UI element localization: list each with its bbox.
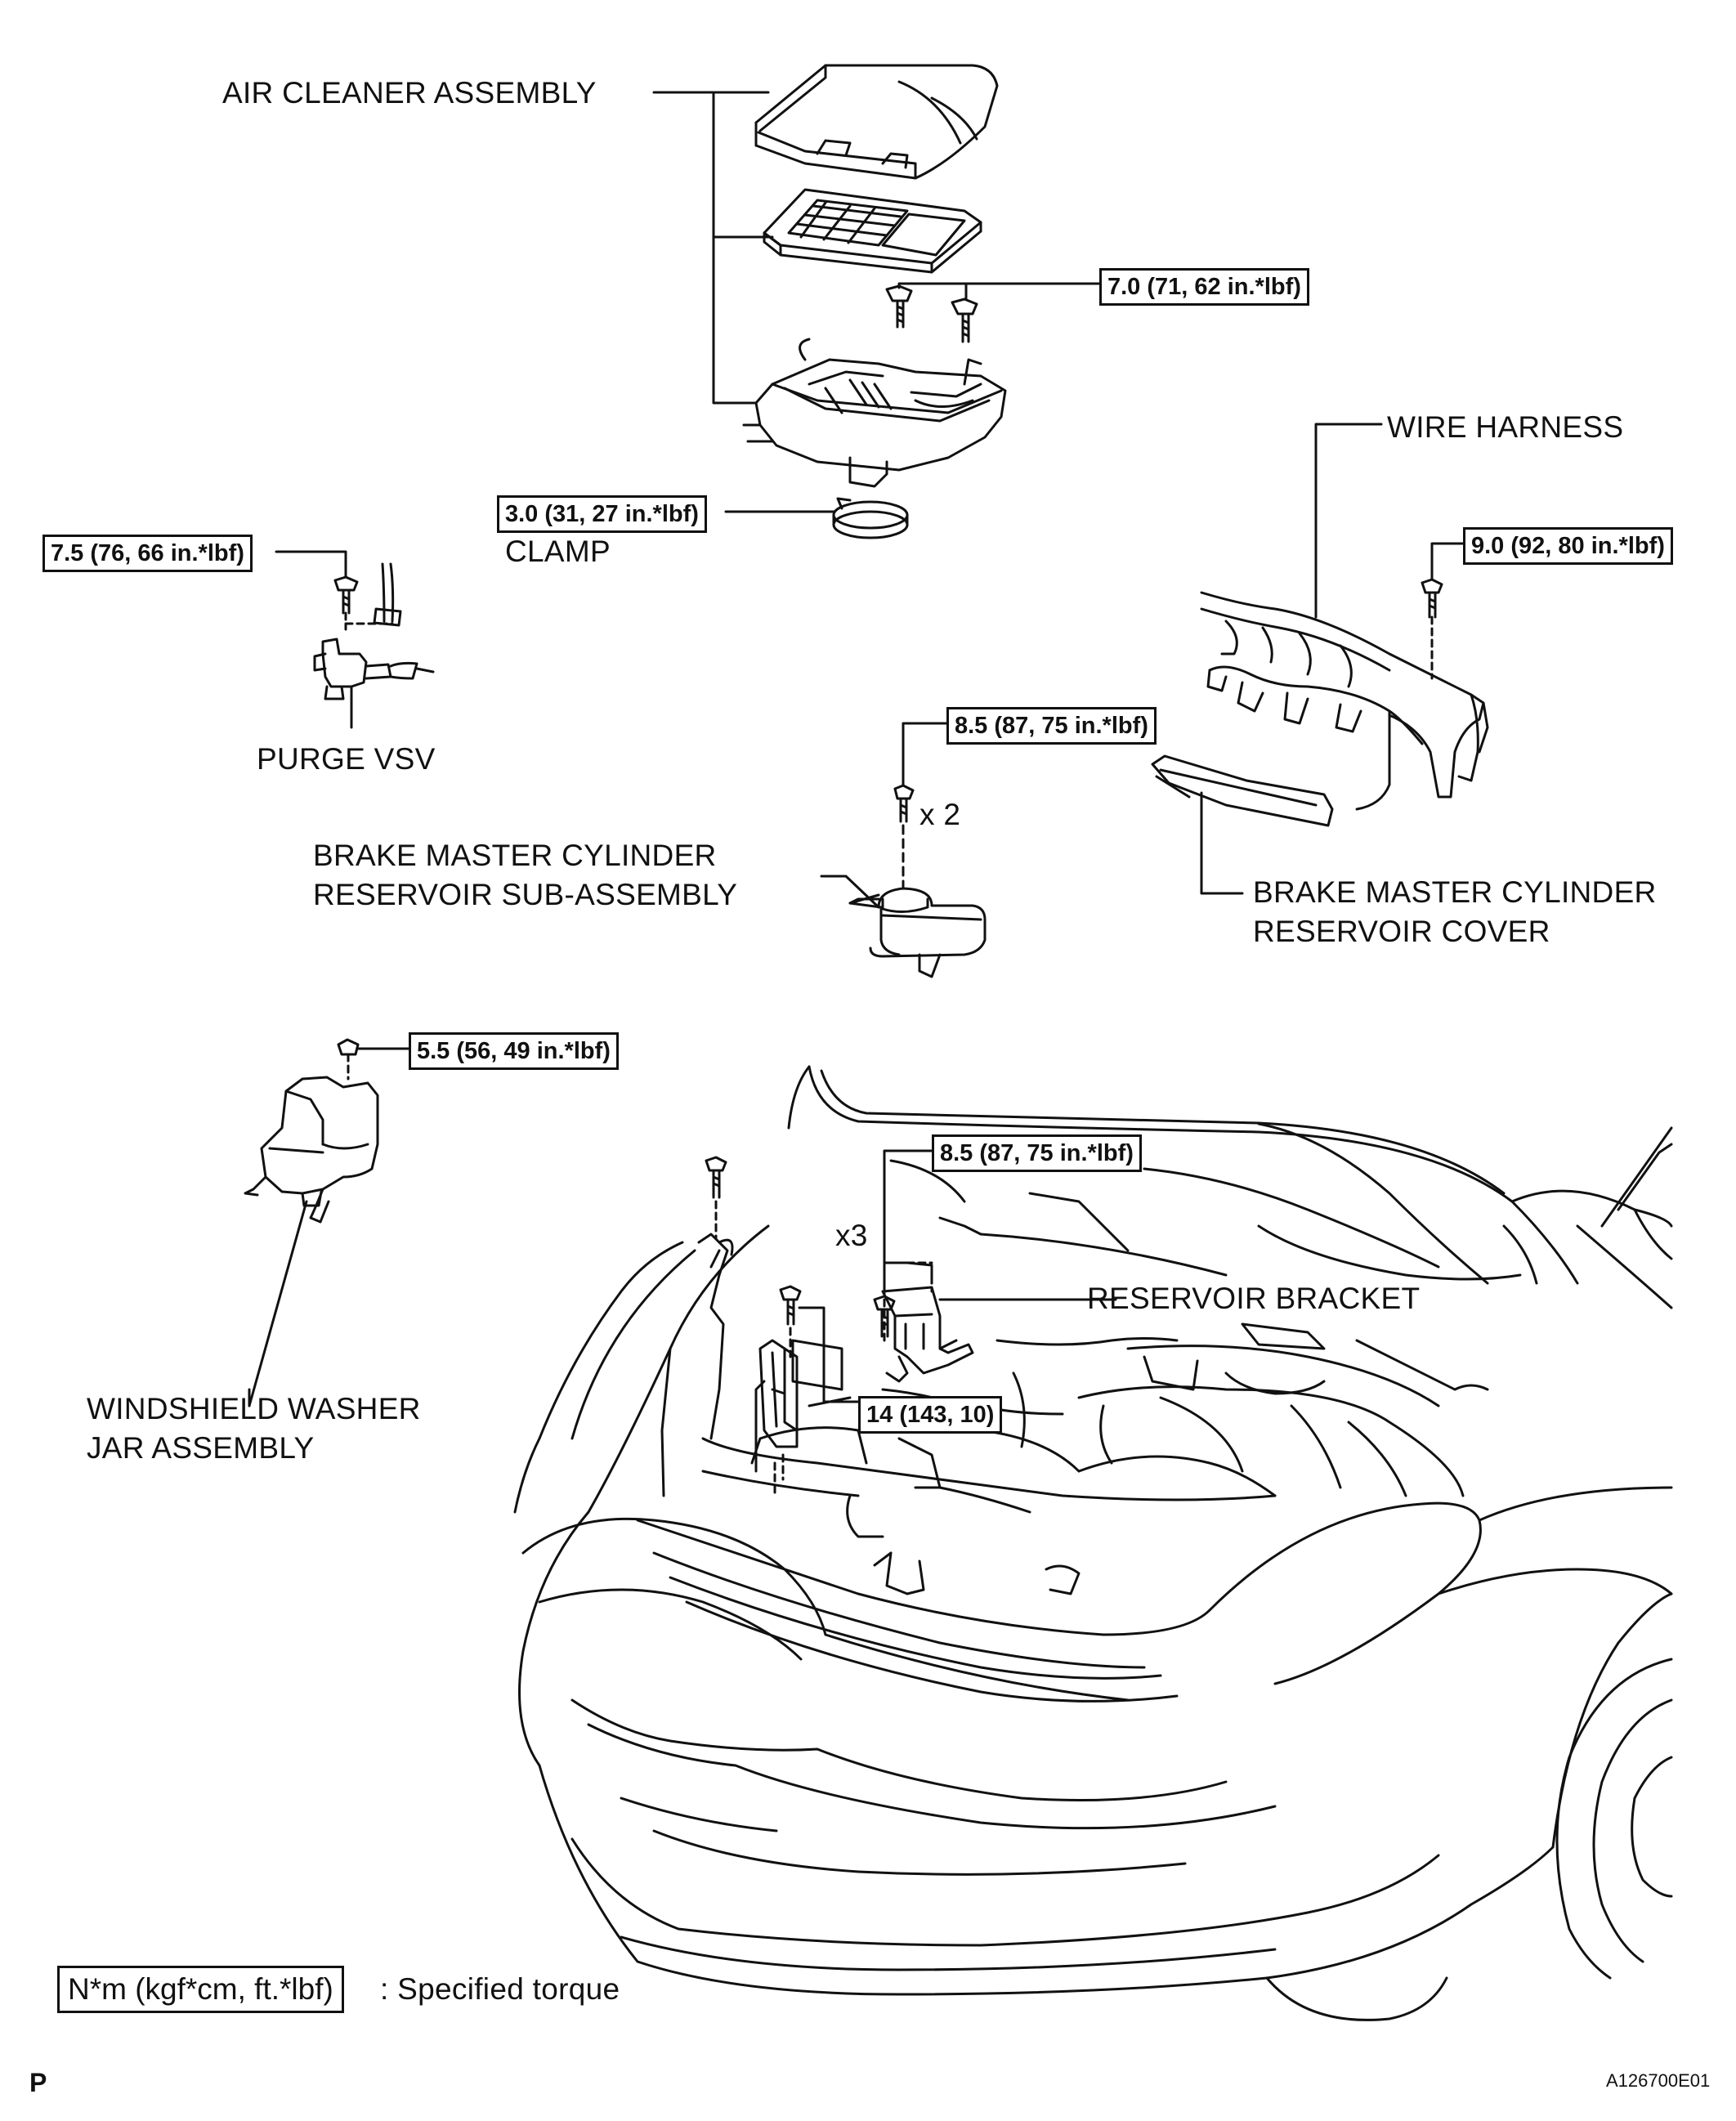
- torque-purge-vsv: 7.5 (76, 66 in.*lbf): [43, 535, 253, 572]
- torque-brake-reservoir: 8.5 (87, 75 in.*lbf): [946, 707, 1157, 745]
- washer-jar-label-line1: WINDSHIELD WASHER: [87, 1392, 421, 1425]
- brake-reservoir-label-line1: BRAKE MASTER CYLINDER: [313, 839, 717, 872]
- torque-washer-jar: 5.5 (56, 49 in.*lbf): [409, 1032, 619, 1070]
- washer-jar-label-line2: JAR ASSEMBLY: [87, 1431, 315, 1465]
- page-letter: P: [29, 2068, 47, 2097]
- reservoir-bracket-label: RESERVOIR BRACKET: [1087, 1282, 1421, 1315]
- torque-clamp: 3.0 (31, 27 in.*lbf): [497, 495, 707, 533]
- air-cleaner-assembly-drawing: [652, 64, 1101, 539]
- clamp-label: CLAMP: [505, 535, 611, 568]
- brake-reservoir-drawing: [820, 722, 987, 978]
- purge-vsv-drawing: [275, 550, 435, 729]
- torque-legend-text: : Specified torque: [380, 1972, 620, 2006]
- torque-reservoir-bracket: 8.5 (87, 75 in.*lbf): [932, 1134, 1142, 1172]
- torque-legend-box: N*m (kgf*cm, ft.*lbf): [57, 1966, 344, 2013]
- torque-wire-harness: 9.0 (92, 80 in.*lbf): [1463, 527, 1673, 565]
- qty-bracket: x3: [835, 1219, 868, 1252]
- brake-reservoir-label-line2: RESERVOIR SUB-ASSEMBLY: [313, 878, 738, 911]
- air-cleaner-assembly-label: AIR CLEANER ASSEMBLY: [222, 76, 597, 110]
- vehicle-front-drawing: [513, 1065, 1673, 2021]
- brake-cover-label-line1: BRAKE MASTER CYLINDER: [1253, 875, 1657, 909]
- brake-cover-label-line2: RESERVOIR COVER: [1253, 915, 1550, 948]
- wire-harness-label: WIRE HARNESS: [1387, 410, 1624, 444]
- torque-air-cleaner-bolts: 7.0 (71, 62 in.*lbf): [1099, 268, 1309, 306]
- qty-brake-reservoir: x 2: [919, 798, 961, 831]
- washer-jar-drawing: [244, 1038, 412, 1407]
- figure-id: A126700E01: [1606, 2070, 1711, 2091]
- torque-bracket-bolt: 14 (143, 10): [858, 1396, 1003, 1434]
- wire-harness-drawing: [1151, 423, 1489, 895]
- purge-vsv-label: PURGE VSV: [257, 742, 436, 776]
